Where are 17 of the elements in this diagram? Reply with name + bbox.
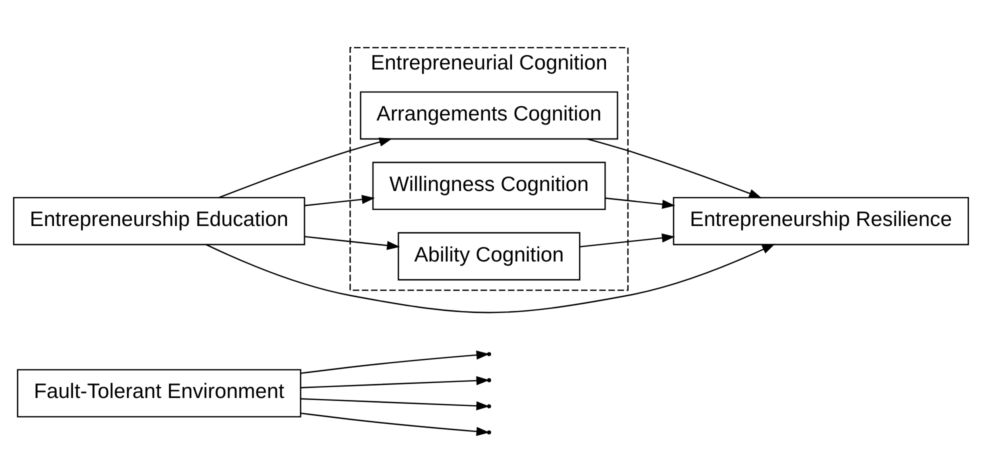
arrow	[206, 243, 776, 313]
arrow	[300, 398, 490, 410]
arrow	[300, 376, 490, 388]
arrow	[304, 194, 375, 206]
node-box: Fault-Tolerant Environment	[16, 368, 302, 417]
node-box: Arrangements Cognition	[360, 90, 618, 140]
node-box: Entrepreneurship Resilience	[672, 196, 969, 245]
arrow	[605, 197, 676, 208]
node-box: Entrepreneurship Education	[13, 196, 306, 245]
arrow	[300, 412, 490, 436]
arrow	[300, 350, 490, 374]
arrow	[304, 236, 400, 250]
arrow	[580, 232, 675, 247]
arrow	[587, 138, 762, 198]
arrow	[218, 137, 392, 198]
node-box: Ability Cognition	[398, 232, 580, 280]
node-box: Willingness Cognition	[372, 161, 606, 210]
